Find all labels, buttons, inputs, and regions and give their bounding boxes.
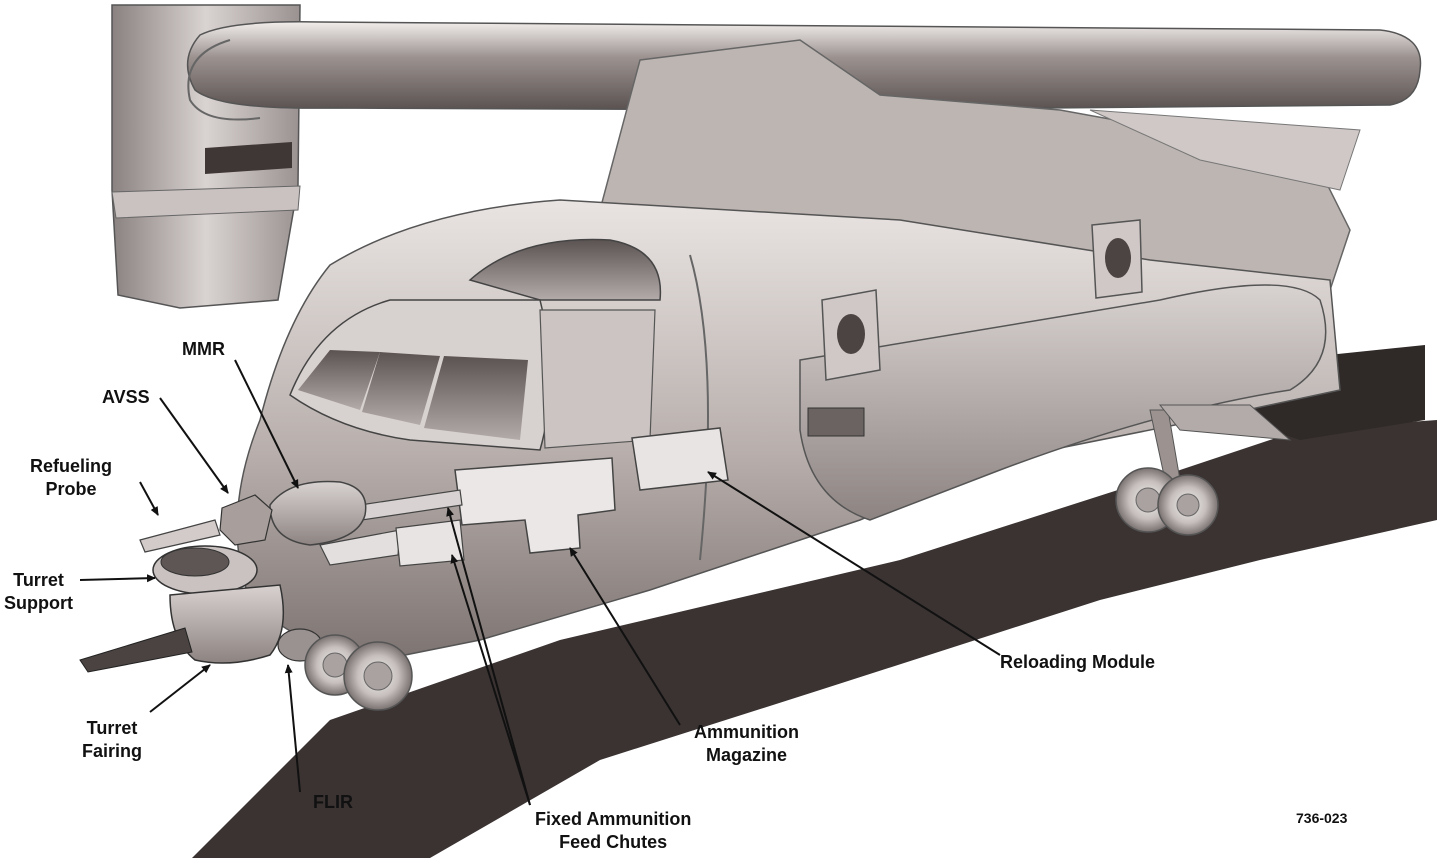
label-fixed-ammunition-feed-chutes: Fixed Ammunition Feed Chutes [535,809,692,852]
leader-ammunition-magazine [569,547,681,726]
windscreen-right [424,356,528,440]
gun-barrels [79,627,193,673]
label-turret-support: Turret Support [4,570,73,613]
feed-chute-lower [319,529,401,566]
windscreen-center [362,352,440,425]
turret-top [160,547,230,577]
nacelle-lip [111,185,301,219]
leader-feed-chute-1 [446,507,531,806]
label-mmr: MMR [182,339,225,359]
leader-avss [159,397,229,494]
side-window [539,309,656,449]
reloading-module-box [631,427,729,491]
leader-lines [79,359,1001,806]
label-flir: FLIR [313,792,353,812]
label-refueling-probe: Refueling Probe [30,456,113,499]
refueling-probe [139,519,221,553]
sponson [799,284,1327,521]
aft-ramp [1089,109,1361,191]
label-avss: AVSS [102,387,150,407]
cabin-window [837,314,865,354]
leader-flir [284,664,301,793]
windscreen-left [298,350,380,410]
door-seam [689,254,709,561]
ground-shadow [192,420,1437,858]
mmr-sensor [269,480,367,546]
leader-turret-support [79,574,156,583]
wing-root [187,39,261,121]
aft-window [1105,238,1131,278]
sponson-vent [807,407,865,437]
nacelle-intake [205,142,292,174]
label-ammunition-magazine: Ammunition Magazine [694,722,799,765]
feed-chute-box [395,519,465,567]
avss-sensor [219,494,273,546]
leader-turret-fairing [149,664,211,713]
label-reloading-module: Reloading Module [1000,652,1155,672]
leader-refueling-probe [139,481,159,516]
leader-mmr [234,359,299,489]
label-turret-fairing: Turret Fairing [82,718,143,761]
figure-number: 736-023 [1296,810,1348,826]
leader-reloading-module [707,471,1001,656]
ammunition-magazine-box [454,457,616,554]
canopy-top [468,238,662,301]
aft-gear [1158,404,1292,441]
leader-feed-chute-2 [450,554,531,806]
